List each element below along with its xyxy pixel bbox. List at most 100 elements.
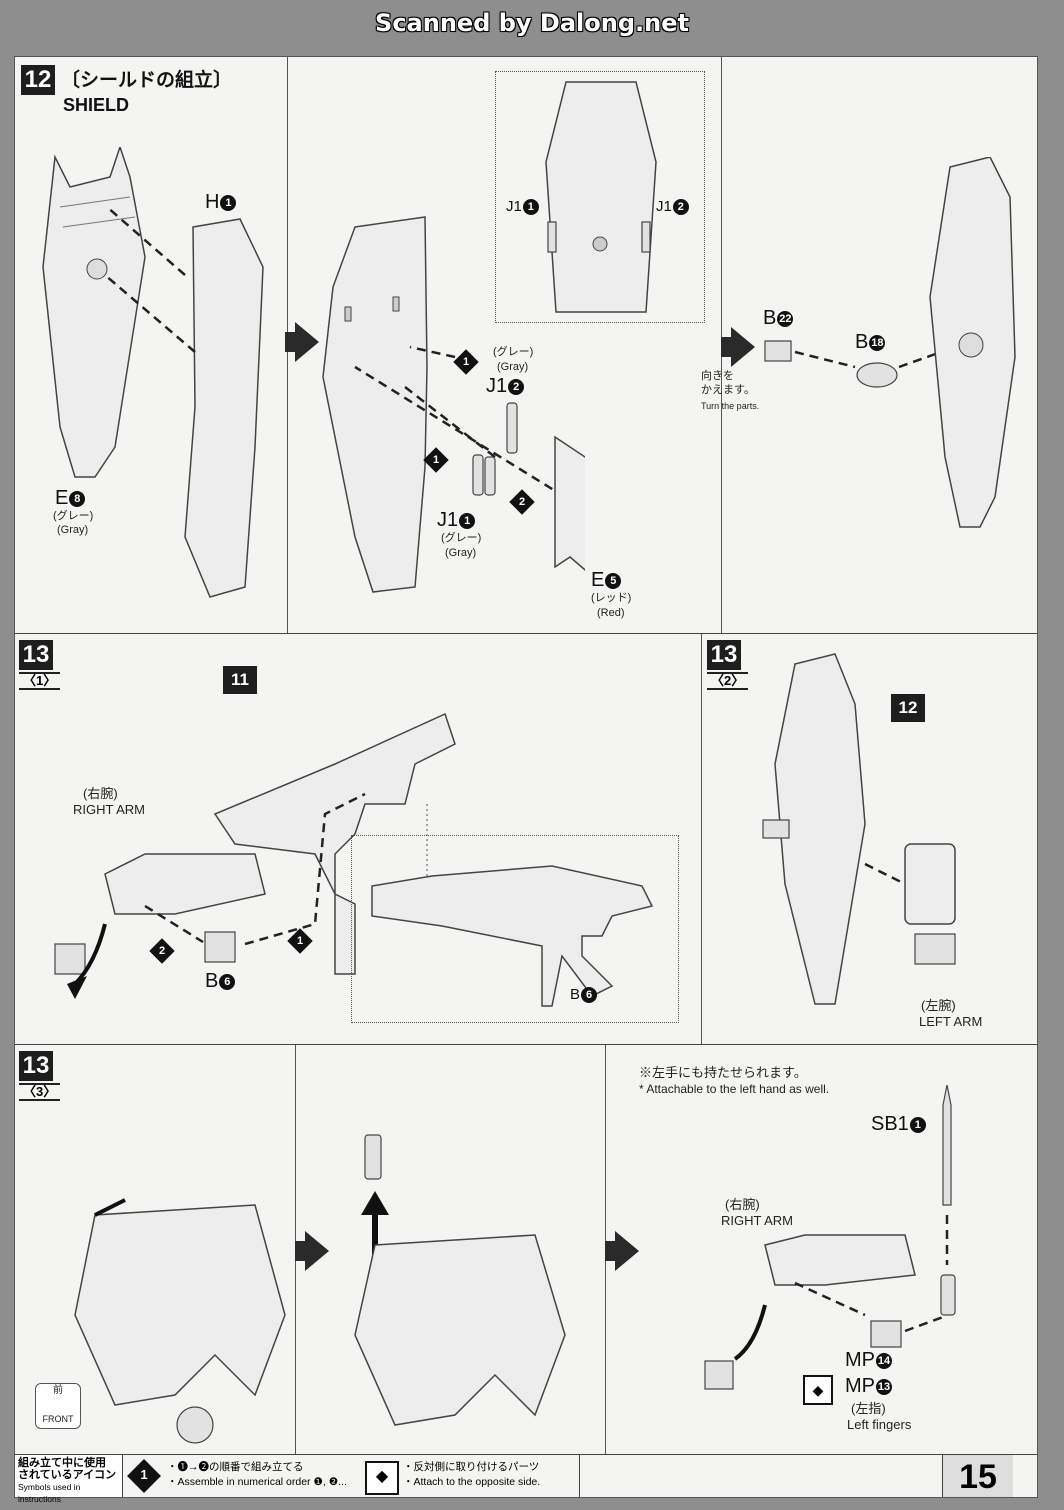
step-title-en: SHIELD: [63, 95, 130, 115]
left-fingers-label-jp: (左指): [851, 1401, 886, 1416]
legend-title-jp: 組み立て中に使用 されているアイコン: [18, 1457, 117, 1481]
color-note-jp: (グレー): [493, 346, 534, 358]
part-b22: [764, 340, 792, 362]
next-arrow: [285, 322, 319, 362]
part-b18: [856, 362, 898, 388]
right-arm-label-jp: (右腕): [83, 786, 118, 801]
order-step-2: 2: [149, 938, 175, 964]
sub-step: 〈2〉: [707, 672, 749, 690]
saber-attach-drawing: [704, 1085, 956, 1390]
part-mp14: [870, 1320, 902, 1348]
order-step-2: 2: [509, 489, 535, 515]
step-number: 12: [21, 65, 55, 95]
right-arm: [764, 1234, 916, 1286]
legend-opposite-en: ・Attach to the opposite side.: [403, 1476, 541, 1488]
part-j11: [472, 454, 484, 496]
ref-badge: 11: [223, 666, 257, 694]
turn-note-jp: 向きを かえます。: [701, 370, 755, 396]
left-arm-label-jp: (左腕): [921, 998, 956, 1013]
left-fingers-label-en: Left fingers: [847, 1417, 912, 1432]
hand-removed: [54, 943, 86, 975]
front-label-jp: 前: [53, 1385, 63, 1396]
note-jp: ※左手にも持たせられます。: [639, 1065, 807, 1080]
step-title-jp: 〔シールドの組立〕: [61, 69, 233, 91]
left-arm-label-en: LEFT ARM: [919, 1014, 983, 1029]
legend-order-jp: ・❶→❷の順番で組み立てる: [167, 1461, 304, 1473]
shield-on-arm: [774, 653, 866, 1005]
opposite-side-icon: ◆: [803, 1375, 833, 1405]
order-step-1: 1: [287, 928, 313, 954]
shield-back-detail: [545, 81, 657, 313]
next-arrow: [721, 327, 755, 367]
color-note-en: (Red): [597, 607, 625, 619]
saber-hilt: [940, 1274, 956, 1316]
color-note-jp: (レッド): [591, 592, 632, 604]
part-e5: [554, 435, 585, 571]
order-diamond-icon: 1: [127, 1459, 161, 1493]
right-arm-label-jp: (右腕): [725, 1197, 760, 1212]
step-number: 13: [707, 640, 741, 670]
waist-leg: [354, 1234, 566, 1426]
symbols-legend: 組み立て中に使用 されているアイコン Symbols used in instr…: [15, 1455, 1037, 1504]
scan-header: Scanned by Dalong.net: [0, 0, 1064, 50]
sub-step: 〈1〉: [19, 672, 61, 690]
step-number: 13: [19, 640, 53, 670]
shield-assembly-drawing: [322, 216, 585, 593]
step-number: 13: [19, 1051, 53, 1081]
note-en: * Attachable to the left hand as well.: [639, 1082, 830, 1096]
shield-part-h1: [184, 218, 264, 598]
legend-title: 組み立て中に使用 されているアイコン Symbols used in instr…: [15, 1455, 123, 1504]
legend-opposite-jp: ・反対側に取り付けるパーツ: [403, 1461, 540, 1473]
turn-note-en: Turn the parts.: [701, 401, 760, 411]
shield-part-e8: [42, 147, 146, 478]
next-arrow: [295, 1231, 329, 1271]
left-arm: [904, 843, 956, 925]
color-note-jp: (グレー): [53, 510, 94, 522]
next-arrow: [605, 1231, 639, 1271]
legend-order-en: ・Assemble in numerical order ❶, ❷...: [167, 1476, 347, 1488]
sub-step: 〈3〉: [19, 1083, 61, 1101]
right-arm-label-en: RIGHT ARM: [73, 802, 145, 817]
leg-panel-2: [354, 1134, 566, 1426]
shield-left-arm-drawing: [762, 653, 956, 1005]
rifle-attach-drawing: [54, 712, 456, 999]
front-icon: 前 FRONT: [35, 1383, 81, 1429]
rifle-detail: [371, 865, 654, 1007]
peg: [364, 1134, 382, 1180]
scan-credit: Scanned by Dalong.net: [375, 9, 689, 37]
page-number: 15: [942, 1455, 1013, 1497]
order-step-1: 1: [453, 349, 479, 375]
right-arm: [104, 853, 266, 915]
right-arm-label-en: RIGHT ARM: [721, 1213, 793, 1228]
legend-opposite-symbol: ◆ ・反対側に取り付けるパーツ ・Attach to the opposite …: [359, 1455, 580, 1497]
rifle: [213, 712, 456, 975]
ref-badge: 12: [891, 694, 925, 722]
waist-leg: [74, 1204, 286, 1406]
divider: [701, 634, 702, 1044]
shield-finished-drawing: [764, 157, 1016, 528]
color-note-en: (Gray): [497, 361, 529, 373]
legend-title-en: Symbols used in instructions: [18, 1482, 81, 1504]
leg-panel-1: [74, 1198, 286, 1444]
saber-blade: [942, 1085, 952, 1206]
shield-body: [322, 216, 428, 593]
color-note-en: (Gray): [445, 547, 477, 559]
legend-order-symbol: 1 ・❶→❷の順番で組み立てる ・Assemble in numerical o…: [123, 1455, 360, 1497]
